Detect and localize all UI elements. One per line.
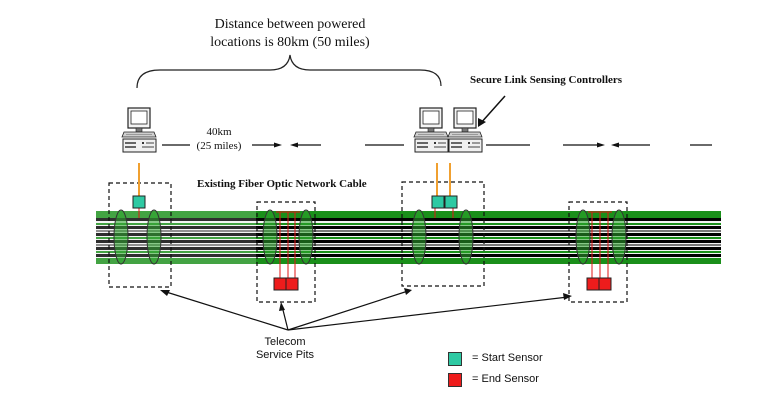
legend-start-swatch [448,352,462,366]
segment-label-line1: 40km [206,126,232,138]
controllers-arrow [479,95,506,125]
distance-dash-line [162,142,712,148]
end-sensor-icon [273,277,612,291]
legend-end-swatch [448,373,462,387]
distance-title-line2: locations is 80km (50 miles) [210,35,370,50]
pits-label-line2: Service Pits [255,349,315,361]
controller-links [138,163,451,196]
legend-end-label: = End Sensor [472,373,539,385]
distance-title-line1: Distance between powered [214,17,366,32]
distance-brace [136,54,442,89]
sensor-drops [138,208,612,278]
start-sensor-icon [132,195,458,209]
fiber-cable [96,211,721,264]
cable-sleeves [113,209,627,265]
segment-label-line2: (25 miles) [196,140,242,152]
pits-label-line1: Telecom [264,336,306,348]
controllers-label: Secure Link Sensing Controllers [470,74,623,86]
segment-label: 40km (25 miles) [190,125,248,153]
pits-label: Telecom Service Pits [235,336,335,362]
pit-arrows [160,288,572,331]
distance-title: Distance between powered locations is 80… [210,16,370,52]
cable-label: Existing Fiber Optic Network Cable [197,178,367,190]
legend-start-label: = Start Sensor [472,352,543,364]
